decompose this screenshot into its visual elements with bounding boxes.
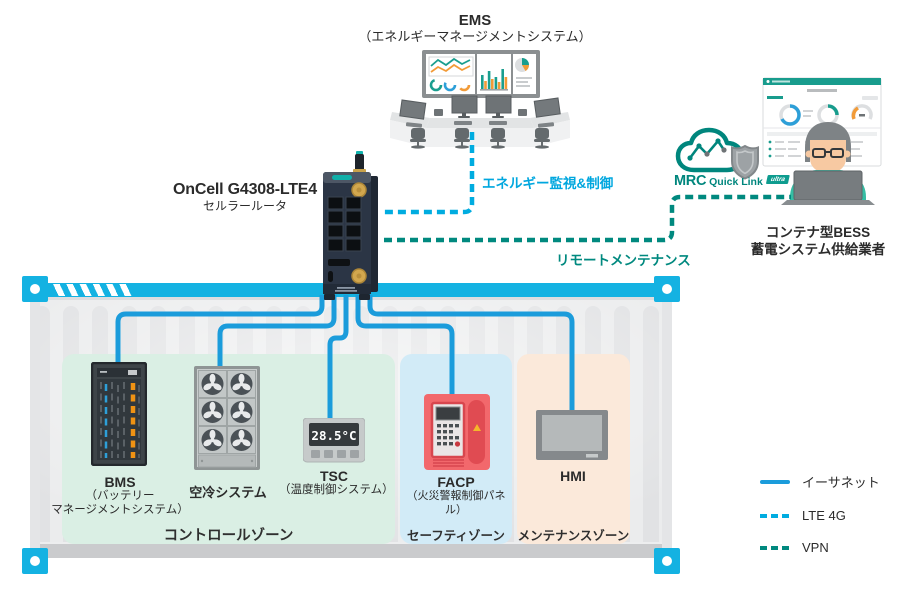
facp-label-block: FACP （火災警報制御パネル） <box>399 474 513 517</box>
supplier-line2: 蓄電システム供給業者 <box>750 242 886 257</box>
supplier-operator-illustration <box>762 77 882 205</box>
legend-label-vpn: VPN <box>802 540 829 555</box>
ethernet-line-tsc <box>327 295 349 421</box>
ems-control-room-illustration <box>390 50 570 149</box>
tsc-display-value: 28.5°C <box>311 428 356 443</box>
tsc-desc: （温度制御システム） <box>279 484 394 496</box>
mrc-cloud-icon <box>675 127 759 180</box>
bms-desc-1: （バッテリー <box>85 490 155 502</box>
ethernet-ports <box>327 196 362 252</box>
hmi-label: HMI <box>560 468 586 484</box>
glasses-icon <box>812 148 844 158</box>
container-corner-bottom-right <box>654 548 680 574</box>
legend: イーサネット LTE 4G VPN <box>760 472 880 572</box>
ethernet-line-cooling <box>217 295 337 369</box>
ethernet-line-bms <box>115 295 325 365</box>
router-type-label: セルラールータ <box>202 199 287 213</box>
zone-control-label: コントロールゾーン <box>163 528 294 544</box>
mrc-name-primary: MRC <box>674 173 707 189</box>
container-corner-top-right <box>654 276 680 302</box>
ethernet-line-facp <box>355 295 455 397</box>
bms-rack-illustration <box>91 362 147 466</box>
facp-panel-illustration <box>424 394 490 470</box>
tsc-display <box>309 423 359 446</box>
legend-row-lte: LTE 4G <box>760 508 880 523</box>
router-label-block: OnCell G4308-LTE4 セルラールータ <box>165 180 325 214</box>
router-model-label: OnCell G4308-LTE4 <box>173 181 317 198</box>
facp-name: FACP <box>437 474 475 490</box>
vpn-line-supplier <box>384 194 791 243</box>
vpn-line-swatch <box>760 545 790 550</box>
lte-line-ems <box>384 132 475 215</box>
shield-icon <box>731 144 759 180</box>
hazard-stripes <box>52 284 132 296</box>
supplier-line1: コンテナ型BESS <box>765 225 871 240</box>
supplier-label-block: コンテナ型BESS 蓄電システム供給業者 <box>740 224 896 258</box>
remote-maintenance-label: リモートメンテナンス <box>556 253 691 268</box>
tsc-controller-illustration: 28.5°C <box>303 418 365 463</box>
ems-title: EMS <box>458 12 492 29</box>
mrc-wordmark: MRC Quick Link ultra <box>674 173 790 189</box>
mrc-name-secondary: Quick Link <box>709 176 763 188</box>
legend-label-lte: LTE 4G <box>802 508 846 523</box>
antenna-icon <box>355 154 364 172</box>
tsc-name: TSC <box>320 468 348 484</box>
cooling-label: 空冷システム <box>189 485 267 500</box>
sim-slot <box>328 259 350 266</box>
mrc-badge: ultra <box>765 175 790 184</box>
bms-desc-2: マネージメントシステム） <box>51 503 189 516</box>
bms-label-block: BMS （バッテリー マネージメントシステム） <box>40 474 200 517</box>
lte-line-swatch <box>760 513 790 518</box>
ems-subtitle: （エネルギーマネージメントシステム） <box>358 29 592 44</box>
tsc-label-block: TSC （温度制御システム） <box>279 468 394 498</box>
facp-desc: （火災警報制御パネル） <box>406 490 506 516</box>
bms-name: BMS <box>104 474 136 490</box>
energy-monitoring-label: エネルギー監視&制御 <box>482 176 614 191</box>
usb-port <box>328 271 333 282</box>
ethernet-line-hmi <box>367 295 575 413</box>
warning-triangle-icon <box>473 424 481 431</box>
ems-label-block: EMS （エネルギーマネージメントシステム） <box>330 12 620 45</box>
legend-row-vpn: VPN <box>760 540 880 555</box>
hmi-panel-illustration <box>536 410 608 460</box>
air-cooling-illustration <box>194 366 260 470</box>
ethernet-line-swatch <box>760 479 790 484</box>
laptop-icon <box>781 170 875 205</box>
legend-row-ethernet: イーサネット <box>760 472 880 491</box>
mrc-dashboard-window <box>762 77 882 167</box>
moxa-logo <box>332 175 352 180</box>
cellular-router-illustration <box>323 151 378 300</box>
zone-safety-label: セーフティゾーン <box>407 529 505 543</box>
legend-label-ethernet: イーサネット <box>802 475 880 490</box>
container-corner-bottom-left <box>22 548 48 574</box>
container-corner-top-left <box>22 276 48 302</box>
zone-maintenance-label: メンテナンスゾーン <box>517 529 630 543</box>
